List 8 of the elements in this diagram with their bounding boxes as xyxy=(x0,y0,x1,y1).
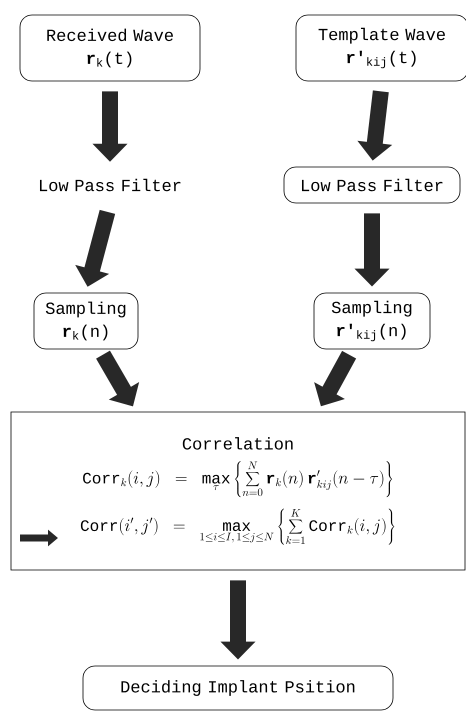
process-box: Deciding Implant Psition xyxy=(82,666,394,710)
correlation-box: Correlation $\mathrm{Corr}_k(i,j)=\max_{\tau}\left\{\sum_{n=0}^{N}\mathbf{r}_k(n)\,\mathbf{r}'_{kij}(n-\tau)\right\}$ $\mathrm{Corr}(i',j')=\max_{1\leq i\leq I,\,1\leq j\leq N}\left\{\sum_{k=1}^{K}\mathrm{Corr}_k(i,j)\right\}$ xyxy=(10,412,466,570)
process-box: Low Pass Filter xyxy=(284,166,460,204)
process-label: Low Pass Filter xyxy=(40,178,180,192)
process-box: Sampling r'$_{kij}$(n) xyxy=(314,292,430,350)
process-box: Sampling r$_{k}$(n) xyxy=(34,292,138,350)
process-box: Received Wave r$_{k}$(t) xyxy=(20,14,200,82)
process-box: Template Wave r'$_{kij}$(t) xyxy=(296,14,466,82)
